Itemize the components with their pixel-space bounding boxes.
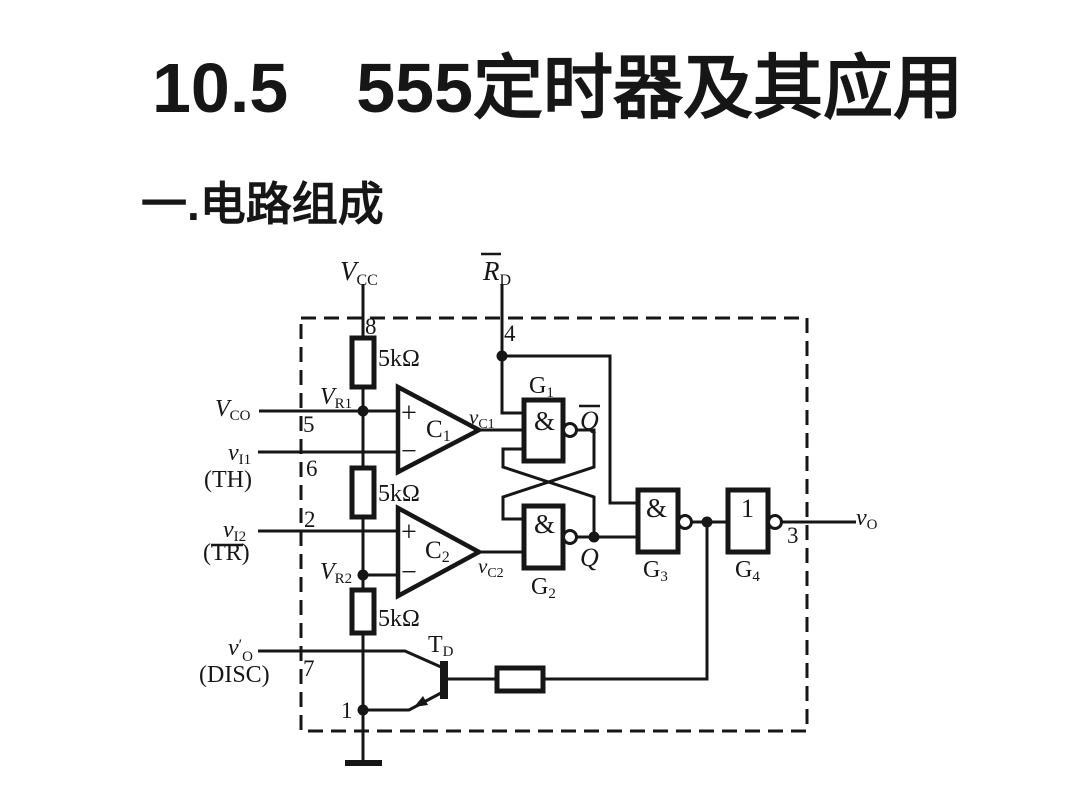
- slide-title: 10.5 555定时器及其应用: [152, 49, 964, 128]
- q-feedback-wire: [501, 447, 596, 537]
- resistor-middle: [349, 465, 377, 520]
- g2-inverter-bubble: [562, 529, 578, 545]
- c1-minus-sign: −: [401, 436, 417, 467]
- vo-prime-label: v′O: [228, 635, 253, 665]
- ic-dashed-boundary: [299, 316, 809, 733]
- vr2-node-dot: [357, 569, 369, 581]
- g3-and-symbol: &: [646, 493, 667, 523]
- q-node-dot: [588, 531, 600, 543]
- ground-symbol: [345, 760, 382, 766]
- c2-name: C2: [425, 537, 450, 566]
- vcc-label: VCC: [340, 256, 378, 289]
- g1-name: G1: [529, 373, 554, 401]
- vi1-label: vI1: [228, 440, 251, 468]
- vr1-label: VR1: [320, 384, 352, 412]
- g3-inverter-bubble: [677, 514, 693, 530]
- resistor-top: [349, 335, 377, 390]
- slide-title-text: 定时器及其应用: [473, 51, 964, 128]
- gate-g4: [725, 487, 771, 555]
- resistor-bottom: [349, 587, 377, 636]
- g4-buffer-symbol: 1: [741, 494, 754, 523]
- resistor-middle-value: 5kΩ: [378, 481, 420, 507]
- q-label: Q: [580, 543, 599, 572]
- pin-1-label: 1: [341, 698, 353, 723]
- pin-7-label: 7: [303, 656, 315, 681]
- vc1-label: vC1: [469, 405, 495, 432]
- reset-net-wire: [500, 284, 638, 505]
- comparator-c2: [395, 504, 484, 600]
- resistor-top-value: 5kΩ: [378, 346, 420, 372]
- pin1-node-dot: [357, 704, 369, 716]
- g4-inverter-bubble: [767, 514, 783, 530]
- transistor-base-bar: [440, 661, 448, 699]
- g4-name: G4: [735, 557, 760, 585]
- vc2-label: vC2: [478, 554, 504, 581]
- pin-8-label: 8: [365, 314, 377, 339]
- g2-and-symbol: &: [534, 509, 555, 539]
- pin-4-label: 4: [504, 321, 516, 346]
- vco-label: VCO: [215, 396, 251, 424]
- emitter-wire: [363, 691, 442, 712]
- comparator-c1: [395, 383, 484, 476]
- vi2-label: vI2: [223, 517, 246, 545]
- reset-label: RD: [482, 256, 511, 289]
- disc-pin7-collector-wire: [258, 649, 442, 669]
- vo-label: vO: [856, 505, 878, 533]
- slide-title-number: 10.5: [152, 49, 289, 127]
- disc-pin-name: (DISC): [199, 662, 270, 688]
- section-heading: 一.电路组成: [141, 178, 384, 230]
- base-resistor: [494, 665, 546, 694]
- g1-and-symbol: &: [534, 406, 555, 436]
- qbar-label: Q: [580, 406, 599, 435]
- c1-name: C1: [426, 416, 451, 445]
- transistor-td-label: TD: [428, 632, 454, 660]
- base-drive-wire: [543, 522, 709, 681]
- gate-g1: [521, 397, 566, 464]
- resistor-bottom-value: 5kΩ: [378, 606, 420, 632]
- vr2-label: VR2: [320, 559, 352, 587]
- g1-inverter-bubble: [562, 422, 578, 438]
- g3-name: G3: [643, 557, 668, 585]
- c2-minus-sign: −: [401, 557, 417, 588]
- emitter-arrow: [414, 696, 428, 707]
- pin-5-label: 5: [303, 412, 315, 437]
- c1-plus-sign: +: [401, 398, 417, 429]
- g3-output-node-dot: [701, 516, 713, 528]
- pin-6-label: 6: [306, 456, 318, 481]
- th-pin-name: (TH): [204, 467, 252, 493]
- pin-3-label: 3: [787, 523, 799, 548]
- reset-node-dot: [496, 350, 508, 362]
- g2-name: G2: [531, 574, 556, 602]
- c2-plus-sign: +: [401, 517, 417, 548]
- pin-2-label: 2: [304, 507, 316, 532]
- slide-title-555: 555: [356, 49, 474, 127]
- vr1-node-dot: [357, 405, 369, 417]
